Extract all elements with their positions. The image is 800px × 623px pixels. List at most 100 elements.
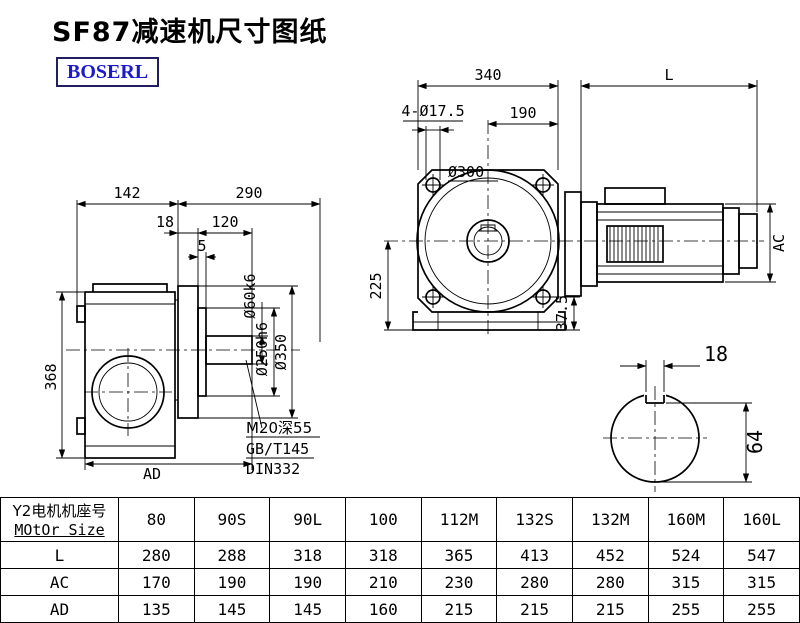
housing-bore-inner-circle (98, 362, 158, 422)
table-cell: 160 (344, 595, 422, 623)
dim-spigot-dia-label: Ø250h6 (253, 322, 271, 376)
side-view: 368 142 290 18 120 5 Ø60k6 Ø250h6 (42, 184, 321, 483)
dim-18-label: 18 (156, 213, 174, 231)
column-header: 112M (420, 497, 498, 542)
table-cell: 215 (496, 595, 573, 623)
row-label: L (0, 541, 119, 569)
side-view-dimensions: 368 142 290 18 120 5 Ø60k6 Ø250h6 (42, 184, 321, 483)
column-header: 132M (571, 497, 649, 542)
table-cell: 452 (571, 541, 649, 569)
shaft-section-view: 18 64 (603, 342, 767, 492)
table-cell: 413 (496, 541, 573, 569)
dim-L-label: L (664, 66, 673, 84)
table-cell: 135 (118, 595, 195, 623)
table-cell: 145 (269, 595, 346, 623)
header-cn: Y2电机机座号 (12, 502, 107, 520)
row-label: AD (0, 595, 119, 623)
column-header: 90L (269, 497, 346, 542)
column-header: 160L (723, 497, 800, 542)
side-view-geometry (66, 283, 300, 459)
table-cell: 170 (118, 568, 195, 596)
dim-bore-dia-label: Ø300 (448, 163, 484, 181)
table-cell: 315 (723, 568, 800, 596)
dim-bolt-holes-label: 4-Ø17.5 (401, 102, 464, 120)
output-flange (177, 285, 199, 419)
table-cell: 288 (193, 541, 271, 569)
table-cell: 318 (269, 541, 346, 569)
flange-square (417, 169, 559, 313)
dimension-table: Y2电机机座号 MOtOr Size 80 90S 90L 100 112M 1… (0, 497, 800, 623)
note-leader-line (245, 359, 263, 429)
header-en: MOtOr Size (14, 521, 105, 539)
dim-AC-label: AC (770, 234, 788, 252)
motor-stator-fins (606, 225, 664, 263)
table-cell: 215 (571, 595, 649, 623)
table-cell: 547 (723, 541, 800, 569)
motor-bell-housing (580, 201, 598, 287)
motor-body (596, 203, 724, 283)
flange-spigot (197, 307, 207, 397)
table-cell: 365 (420, 541, 498, 569)
column-header: 80 (118, 497, 195, 542)
dim-142-label: 142 (113, 184, 140, 202)
boserl-logo: BOSERL (56, 57, 160, 87)
column-header: 100 (344, 497, 422, 542)
flange-neck-lines (175, 299, 178, 401)
table-cell: 280 (571, 568, 649, 596)
flange-base (412, 311, 566, 331)
dim-flange-dia-label: Ø350 (272, 334, 290, 370)
table-cell: 145 (193, 595, 271, 623)
dim-37-5-label: 37.5 (553, 295, 571, 331)
table-cell: 318 (344, 541, 422, 569)
table-cell: 255 (723, 595, 800, 623)
page-title: SF87减速机尺寸图纸 (52, 17, 328, 48)
table-cell: 230 (420, 568, 498, 596)
row-label: AC (0, 568, 119, 596)
table-cell: 315 (647, 568, 725, 596)
bolt-hole-center-marks (422, 174, 554, 308)
front-view-dimensions: 340 L 190 4-Ø17.5 Ø300 225 37.5 AC (367, 66, 788, 331)
dim-340-label: 340 (474, 66, 501, 84)
table-row-AC: AC 170 190 190 210 230 280 280 315 315 (0, 568, 800, 596)
motor-terminal-box (604, 187, 666, 205)
housing-rib-lines (85, 303, 175, 447)
tap-note-label: M20深55 (246, 419, 312, 437)
std-note2-label: DIN332 (246, 460, 300, 478)
table-cell: 280 (118, 541, 195, 569)
front-view-geometry (384, 120, 764, 338)
dim-225-label: 225 (367, 272, 385, 299)
column-header: 90S (193, 497, 271, 542)
table-header-row: Y2电机机座号 MOtOr Size 80 90S 90L 100 112M 1… (0, 497, 800, 542)
dim-290-label: 290 (235, 184, 262, 202)
dim-ad-label: AD (143, 465, 161, 483)
keyway-slot (645, 395, 665, 404)
dim-368-label: 368 (42, 363, 60, 390)
table-header-label: Y2电机机座号 MOtOr Size (0, 497, 119, 542)
column-header: 160M (647, 497, 725, 542)
table-cell: 190 (193, 568, 271, 596)
motor-adapter-flange (564, 191, 582, 297)
table-cell: 524 (647, 541, 725, 569)
table-cell: 215 (420, 595, 498, 623)
housing-top-step (92, 283, 168, 292)
motor-fin-lines (597, 211, 723, 275)
table-row-AD: AD 135 145 145 160 215 215 215 255 255 (0, 595, 800, 623)
dim-120-label: 120 (211, 213, 238, 231)
housing-boss-bottom (76, 417, 86, 435)
std-note1-label: GB/T145 (246, 440, 309, 458)
dim-key-width-label: 18 (704, 342, 728, 366)
dim-64-label: 64 (743, 430, 767, 454)
table-row-L: L 280 288 318 318 365 413 452 524 547 (0, 541, 800, 569)
dim-shaft-dia-label: Ø60k6 (241, 273, 259, 318)
table-cell: 255 (647, 595, 725, 623)
front-view: 340 L 190 4-Ø17.5 Ø300 225 37.5 AC (367, 66, 788, 338)
bore-centerlines (84, 348, 172, 436)
dim-5-label: 5 (197, 237, 206, 255)
column-header: 132S (496, 497, 573, 542)
gearbox-housing (84, 291, 176, 459)
housing-boss-top (76, 305, 86, 323)
table-cell: 280 (496, 568, 573, 596)
dimension-drawing: 368 142 290 18 120 5 Ø60k6 Ø250h6 (42, 66, 788, 492)
dim-190-label: 190 (509, 104, 536, 122)
table-cell: 190 (269, 568, 346, 596)
